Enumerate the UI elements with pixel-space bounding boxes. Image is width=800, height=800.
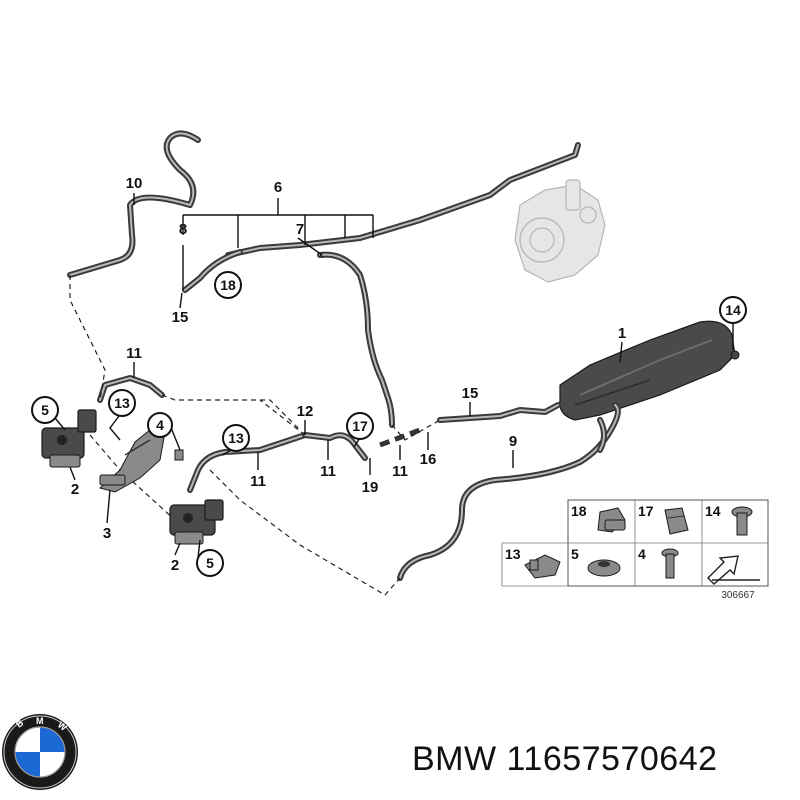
hose-9 — [397, 402, 621, 581]
svg-text:M: M — [36, 716, 44, 726]
solenoid-valve-right — [169, 499, 224, 545]
label-13-left: 13 — [114, 395, 130, 411]
label-5-left: 5 — [41, 402, 49, 418]
circle-5-right — [196, 549, 224, 577]
hose-13-middle — [187, 432, 308, 493]
label-11-d: 11 — [392, 463, 408, 480]
circled-labels: 18 14 5 13 4 13 17 5 — [31, 271, 747, 577]
label-10: 10 — [126, 175, 143, 192]
label-17: 17 — [352, 418, 368, 434]
leader-lines — [49, 193, 734, 559]
arrow-symbol-icon — [707, 555, 760, 585]
label-19: 19 — [362, 479, 379, 496]
clip-17-icon — [664, 507, 689, 535]
vacuum-pump-ghost — [514, 179, 606, 283]
bolt-4-icon — [661, 548, 679, 579]
circle-5-left — [31, 396, 59, 424]
svg-text:B: B — [14, 717, 26, 729]
label-11-b: 11 — [250, 473, 266, 490]
fastener-legend: 18 17 14 13 5 4 — [501, 499, 769, 601]
dashed-connections — [69, 254, 441, 596]
label-7: 7 — [296, 221, 304, 238]
hose-18-branch — [182, 249, 243, 293]
legend-14: 14 — [705, 503, 721, 519]
label-1: 1 — [618, 325, 626, 342]
nut-5-icon — [587, 559, 621, 577]
hose-stub — [597, 417, 607, 453]
hose-11-left — [97, 375, 165, 403]
hose-middle-vertical — [317, 251, 395, 428]
legend-5: 5 — [571, 546, 579, 562]
label-15-right: 15 — [462, 385, 479, 402]
label-11-c: 11 — [320, 463, 336, 480]
clip-18-icon — [597, 507, 626, 533]
solenoid-valve-left — [41, 409, 97, 468]
label-3: 3 — [103, 525, 111, 542]
label-11-left: 11 — [126, 345, 142, 362]
part-number-caption: BMW 11657570642 — [412, 740, 718, 778]
hose-16-segments — [379, 427, 421, 448]
hose-15-right — [437, 402, 561, 423]
screw-14-icon — [731, 506, 753, 536]
circle-13-left — [108, 389, 136, 417]
hose-10 — [67, 130, 201, 278]
drawing-number: 306667 — [721, 590, 755, 601]
label-14: 14 — [725, 302, 741, 318]
label-16: 16 — [420, 451, 437, 468]
circle-14 — [719, 296, 747, 324]
label-6: 6 — [274, 179, 282, 196]
label-5-right: 5 — [206, 555, 214, 571]
bmw-logo-icon: B M W — [2, 714, 78, 790]
bracket-3 — [98, 429, 166, 493]
circle-13-middle — [222, 424, 250, 452]
legend-4: 4 — [638, 546, 646, 562]
vacuum-reservoir — [559, 320, 740, 421]
label-9: 9 — [509, 433, 517, 450]
bolt-4 — [174, 449, 184, 461]
label-13-middle: 13 — [228, 430, 244, 446]
circle-4 — [147, 412, 173, 438]
label-2-right: 2 — [171, 557, 179, 574]
clip-13-icon — [524, 554, 561, 579]
label-4: 4 — [156, 417, 164, 433]
label-18: 18 — [220, 277, 236, 293]
label-8: 8 — [179, 221, 187, 238]
label-2-left: 2 — [71, 481, 79, 498]
legend-17: 17 — [638, 503, 654, 519]
circle-18 — [214, 271, 242, 299]
label-15-left: 15 — [172, 309, 189, 326]
legend-18: 18 — [571, 503, 587, 519]
circle-17 — [346, 412, 374, 440]
part-number-labels: 6 10 8 7 15 1 11 12 15 9 11 11 11 19 16 … — [71, 175, 626, 574]
hose-upper-long — [225, 142, 581, 258]
label-12: 12 — [297, 403, 314, 420]
legend-13: 13 — [505, 546, 521, 562]
